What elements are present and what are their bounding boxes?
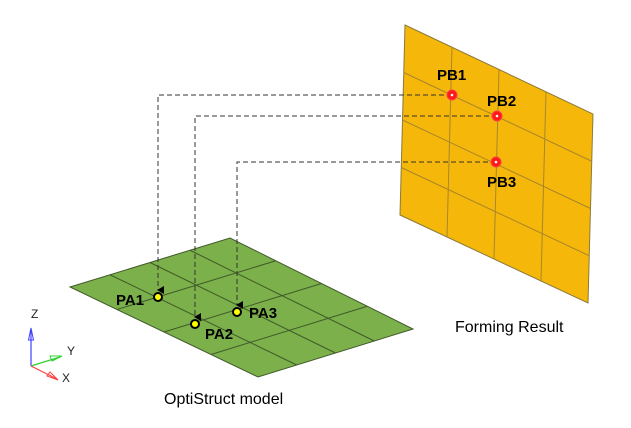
y-axis-arrow-icon (49, 355, 63, 362)
connector-pb1-pa1 (157, 94, 452, 294)
caption-optistruct-model: OptiStruct model (164, 391, 283, 408)
model-points: PA1 PA2 PA3 (116, 292, 277, 343)
x-axis-arrow-icon (46, 371, 59, 381)
point-pb2-center (495, 114, 499, 118)
mapping-connectors (157, 94, 497, 321)
connector-pb3-pa3 (236, 161, 496, 309)
x-axis-line (30, 365, 58, 380)
point-pb3-center (494, 160, 498, 164)
point-pa1 (153, 292, 163, 302)
y-axis-line (30, 356, 61, 367)
mesh-line (401, 167, 590, 257)
result-points: PB1 PB2 PB3 (437, 67, 516, 191)
label-pb1: PB1 (437, 67, 466, 84)
point-pa2 (190, 319, 200, 329)
coordinate-triad: Z Y X (27, 307, 75, 385)
point-pa3 (232, 307, 242, 317)
point-pb1-center (450, 93, 454, 97)
x-axis-label: X (62, 371, 70, 385)
caption-forming-result: Forming Result (455, 319, 564, 336)
y-axis-label: Y (67, 344, 75, 358)
label-pb3: PB3 (487, 174, 516, 191)
connector-pb2-pa2 (194, 115, 497, 321)
mesh-line (210, 305, 368, 355)
label-pb2: PB2 (487, 93, 516, 110)
z-axis-label: Z (31, 307, 38, 321)
label-pa1: PA1 (116, 292, 144, 309)
label-pa3: PA3 (249, 305, 277, 322)
mesh-line (116, 260, 276, 310)
z-axis-arrow-icon (27, 327, 35, 341)
label-pa2: PA2 (205, 326, 233, 343)
